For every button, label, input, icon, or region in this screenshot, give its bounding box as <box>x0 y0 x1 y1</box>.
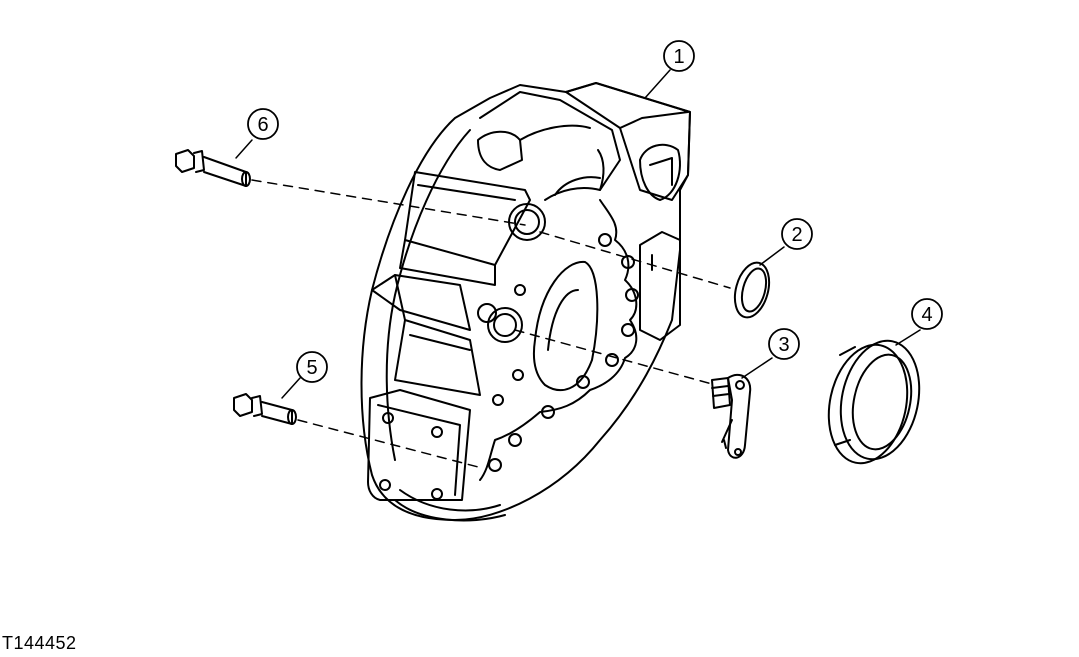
callout-label-5: 5 <box>306 357 317 379</box>
figure-id: T144452 <box>2 633 77 653</box>
callout-label-3: 3 <box>778 334 789 356</box>
callout-circle-5 <box>296 351 328 383</box>
callout-label-2: 2 <box>791 224 802 246</box>
assembly-line-3 <box>514 329 713 385</box>
callout-label-1: 1 <box>673 46 684 68</box>
callout-circle-6 <box>247 108 279 140</box>
leader-1 <box>644 69 671 99</box>
leader-2 <box>759 246 785 266</box>
callout-label-6: 6 <box>257 114 268 136</box>
cap-screw-lower <box>233 393 297 425</box>
leader-4 <box>895 329 921 346</box>
leader-lines <box>235 69 921 399</box>
callout-circles <box>247 40 943 383</box>
leader-6 <box>235 139 253 159</box>
leader-5 <box>281 377 301 399</box>
crankshaft-seal <box>827 339 921 465</box>
cap-screw-upper <box>175 149 251 187</box>
leader-3 <box>741 357 773 379</box>
callout-circle-1 <box>663 40 695 72</box>
callout-label-4: 4 <box>921 304 932 326</box>
callout-circle-2 <box>781 218 813 250</box>
assembly-line-2 <box>539 231 731 289</box>
sensor <box>711 373 752 459</box>
callout-circle-3 <box>768 328 800 360</box>
o-ring <box>733 261 771 319</box>
assembly-lines <box>251 179 731 469</box>
flywheel-housing <box>360 82 691 522</box>
callout-circle-4 <box>911 298 943 330</box>
assembly-line-5 <box>297 419 483 469</box>
assembly-line-6 <box>251 179 526 226</box>
